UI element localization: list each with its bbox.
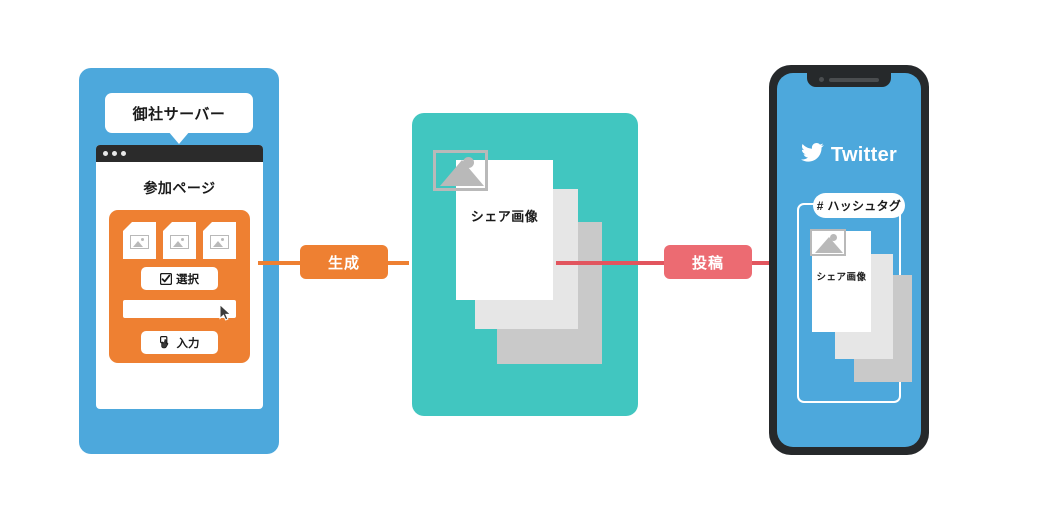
document-image-icon bbox=[123, 222, 156, 259]
twitter-bird-icon bbox=[800, 143, 824, 167]
server-callout-tail bbox=[168, 131, 190, 144]
mountain-shape bbox=[814, 236, 843, 253]
image-placeholder-icon bbox=[810, 229, 846, 256]
input-button[interactable]: 入力 bbox=[141, 331, 218, 354]
image-placeholder-icon bbox=[433, 150, 488, 191]
select-button-label: 選択 bbox=[176, 273, 199, 286]
phone-screen: Twitter シェア画像 # ハッシュタグ bbox=[777, 73, 921, 447]
select-button[interactable]: 選択 bbox=[141, 267, 218, 290]
phone-mockup: Twitter シェア画像 # ハッシュタグ bbox=[769, 65, 929, 455]
share-image-label: シェア画像 bbox=[470, 209, 539, 224]
post-arrow-label: 投稿 bbox=[664, 245, 752, 279]
phone-notch bbox=[807, 73, 891, 87]
sun-shape bbox=[463, 157, 475, 169]
mouse-cursor-icon bbox=[219, 303, 232, 321]
phone-share-image-label: シェア画像 bbox=[816, 272, 867, 283]
page-title: 参加ページ bbox=[143, 180, 216, 196]
front-camera-icon bbox=[819, 77, 824, 82]
twitter-app-name: Twitter bbox=[830, 143, 898, 166]
hashtag-pill: # ハッシュタグ bbox=[813, 193, 905, 218]
earpiece-speaker-icon bbox=[829, 77, 879, 82]
document-image-icon bbox=[203, 222, 236, 259]
browser-dot-maximize-icon bbox=[121, 151, 126, 156]
checkbox-checked-icon bbox=[160, 272, 172, 285]
image-placeholder-icon bbox=[210, 235, 229, 249]
text-input-field[interactable] bbox=[123, 300, 236, 318]
page-fold-corner bbox=[123, 222, 132, 231]
sun-shape bbox=[829, 233, 837, 241]
mountain-shape bbox=[439, 159, 484, 186]
document-image-icon bbox=[163, 222, 196, 259]
page-fold-corner bbox=[203, 222, 212, 231]
browser-dot-close-icon bbox=[103, 151, 108, 156]
pointing-hand-icon bbox=[159, 336, 173, 349]
participation-form: 選択 入力 bbox=[109, 210, 250, 363]
browser-titlebar bbox=[96, 145, 263, 162]
browser-dot-minimize-icon bbox=[112, 151, 117, 156]
server-callout: 御社サーバー bbox=[105, 93, 253, 133]
phone-share-image-card-stack: シェア画像 bbox=[797, 203, 912, 403]
twitter-branding: Twitter bbox=[777, 143, 921, 167]
page-fold-corner bbox=[163, 222, 172, 231]
generate-arrow-label: 生成 bbox=[300, 245, 388, 279]
share-image-card-stack: シェア画像 bbox=[412, 113, 638, 416]
browser-window: 参加ページ bbox=[96, 145, 263, 409]
document-thumbnail-row bbox=[123, 222, 236, 259]
image-placeholder-icon bbox=[130, 235, 149, 249]
input-button-label: 入力 bbox=[176, 337, 200, 350]
image-placeholder-icon bbox=[170, 235, 189, 249]
